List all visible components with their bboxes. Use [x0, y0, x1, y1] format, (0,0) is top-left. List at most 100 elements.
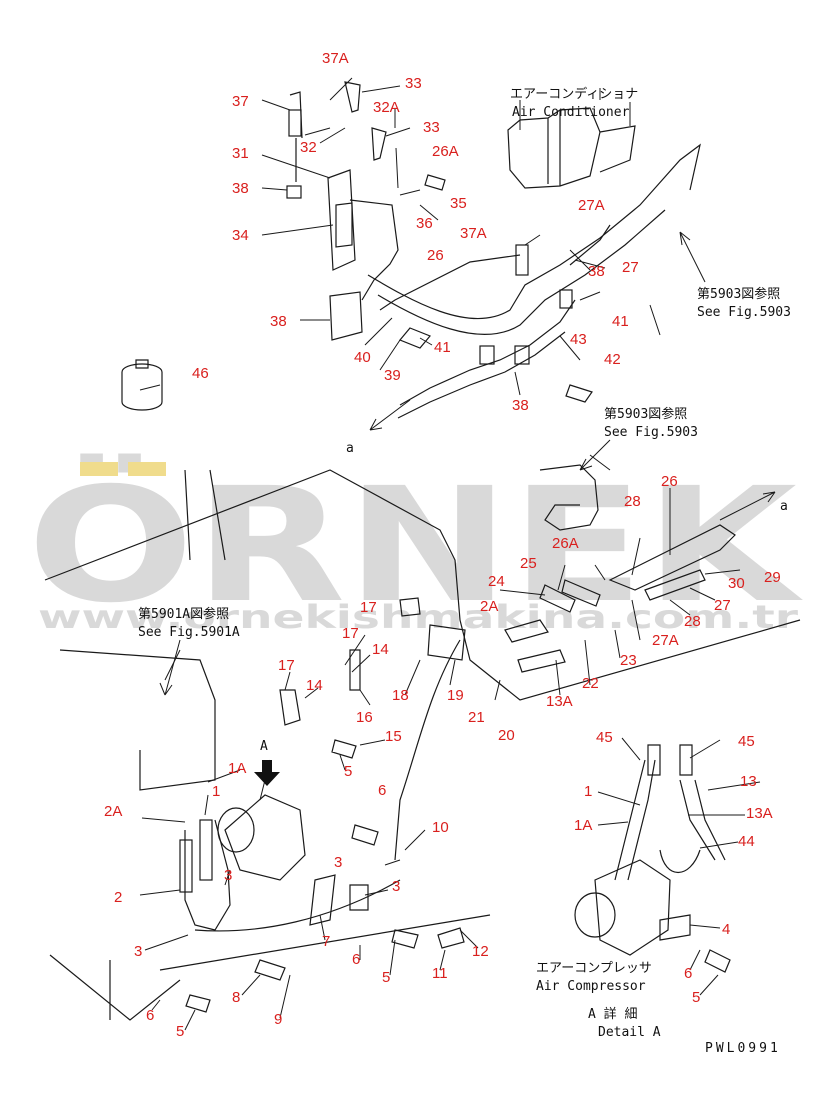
callout: 26A	[552, 535, 579, 552]
clamp	[479, 345, 495, 365]
callout: 42	[604, 351, 621, 368]
callout: 3	[392, 878, 400, 895]
callout: 19	[447, 687, 464, 704]
label-ref2-jp: 第5903図参照	[604, 406, 687, 422]
hose-line	[504, 619, 566, 673]
callout: 3	[224, 867, 232, 884]
label-drawing-code: PWL0991	[705, 1041, 781, 1056]
callout: 17	[278, 657, 295, 674]
callout: 41	[612, 313, 629, 330]
callout: 18	[392, 687, 409, 704]
callout: 6	[378, 782, 386, 799]
callout: 32A	[373, 99, 400, 116]
hose-line	[399, 597, 421, 617]
callout: 16	[356, 709, 373, 726]
callout: 1A	[228, 760, 246, 777]
label-ac-en: Air Conditioner	[512, 105, 630, 120]
air-compressor	[594, 859, 671, 956]
callout: 33	[423, 119, 440, 136]
hose-line	[377, 209, 666, 335]
callout: 38	[270, 313, 287, 330]
callout: 5	[382, 969, 390, 986]
callout: 35	[450, 195, 467, 212]
frame-edge	[44, 469, 801, 701]
label-compressor-jp: エアーコンプレッサ	[536, 961, 652, 976]
hose-line	[394, 639, 461, 861]
callout: 24	[488, 573, 505, 590]
frame-edge	[59, 649, 216, 791]
bracket	[329, 291, 363, 341]
bracket	[309, 874, 369, 926]
callout: 4	[722, 921, 730, 938]
label-detail-jp: A 詳 細	[588, 1006, 637, 1022]
air-conditioner-unit	[507, 107, 601, 189]
watermark-umlaut-dot	[128, 462, 166, 476]
callout: 37A	[460, 225, 487, 242]
label-view-a: A	[260, 739, 268, 754]
callout: 20	[498, 727, 515, 744]
hose-line	[184, 819, 231, 931]
hose-line	[367, 143, 701, 320]
air-compressor-pulley	[217, 807, 255, 853]
callout: 41	[434, 339, 451, 356]
hose-fitting	[179, 839, 193, 893]
callout: 27	[622, 259, 639, 276]
callout: 14	[306, 677, 323, 694]
clamp	[514, 345, 530, 365]
callout: 31	[232, 145, 249, 162]
callout: 1	[212, 783, 220, 800]
hose-line	[569, 224, 611, 266]
callouts: 37A 33 37 32A 33 32 31 26A 35 38 36 34 2…	[104, 50, 781, 1040]
callout: 5	[692, 989, 700, 1006]
label-arrow-a-left: a	[346, 441, 354, 456]
callout: 26	[427, 247, 444, 264]
callout: 25	[520, 555, 537, 572]
watermark-url: www.ornekishmakina.com.tr	[38, 598, 798, 636]
callout: 5	[344, 763, 352, 780]
callout: 8	[232, 989, 240, 1006]
callout: 14	[372, 641, 389, 658]
callout: 45	[596, 729, 613, 746]
air-conditioner-unit	[547, 110, 636, 186]
callout: 38	[512, 397, 529, 414]
callout: 3	[334, 854, 342, 871]
callout: 28	[624, 493, 641, 510]
callout: 45	[738, 733, 755, 750]
detail-a-assembly	[574, 744, 731, 973]
callout: 39	[384, 367, 401, 384]
view-a-arrow	[254, 760, 280, 786]
hose-fitting	[199, 819, 213, 881]
label-ref1-jp: 第5903図参照	[697, 286, 780, 302]
hose-fitting	[515, 244, 529, 276]
label-ac-jp: エアーコンディショナ	[510, 86, 638, 102]
arrow-line	[719, 491, 776, 521]
hose-line	[539, 464, 599, 531]
air-compressor-pulley	[574, 892, 616, 938]
arrow-line	[579, 439, 611, 471]
watermark: ÖRNEK www.ornekishmakina.com.tr	[27, 452, 804, 638]
callout: 5	[176, 1023, 184, 1040]
callout: 2A	[480, 598, 498, 615]
hose-line	[644, 569, 706, 601]
callout: 40	[354, 349, 371, 366]
callout: 37	[232, 93, 249, 110]
filter-cap	[135, 359, 149, 369]
callout: 12	[472, 943, 489, 960]
label-detail-en: Detail A	[598, 1025, 661, 1040]
label-compressor-en: Air Compressor	[536, 979, 646, 994]
hose-line	[399, 299, 576, 406]
callout: 22	[582, 675, 599, 692]
filter-can	[121, 363, 163, 411]
callout: 43	[570, 331, 587, 348]
callout: 32	[300, 139, 317, 156]
label-ref1-en: See Fig.5903	[697, 305, 791, 320]
callout: 27	[714, 597, 731, 614]
upper-assembly	[121, 81, 701, 419]
callout: 15	[385, 728, 402, 745]
hose-line	[289, 91, 303, 182]
callout: 33	[405, 75, 422, 92]
label-ref2-en: See Fig.5903	[604, 425, 698, 440]
callout: 9	[274, 1011, 282, 1028]
receiver-drier	[335, 202, 353, 248]
